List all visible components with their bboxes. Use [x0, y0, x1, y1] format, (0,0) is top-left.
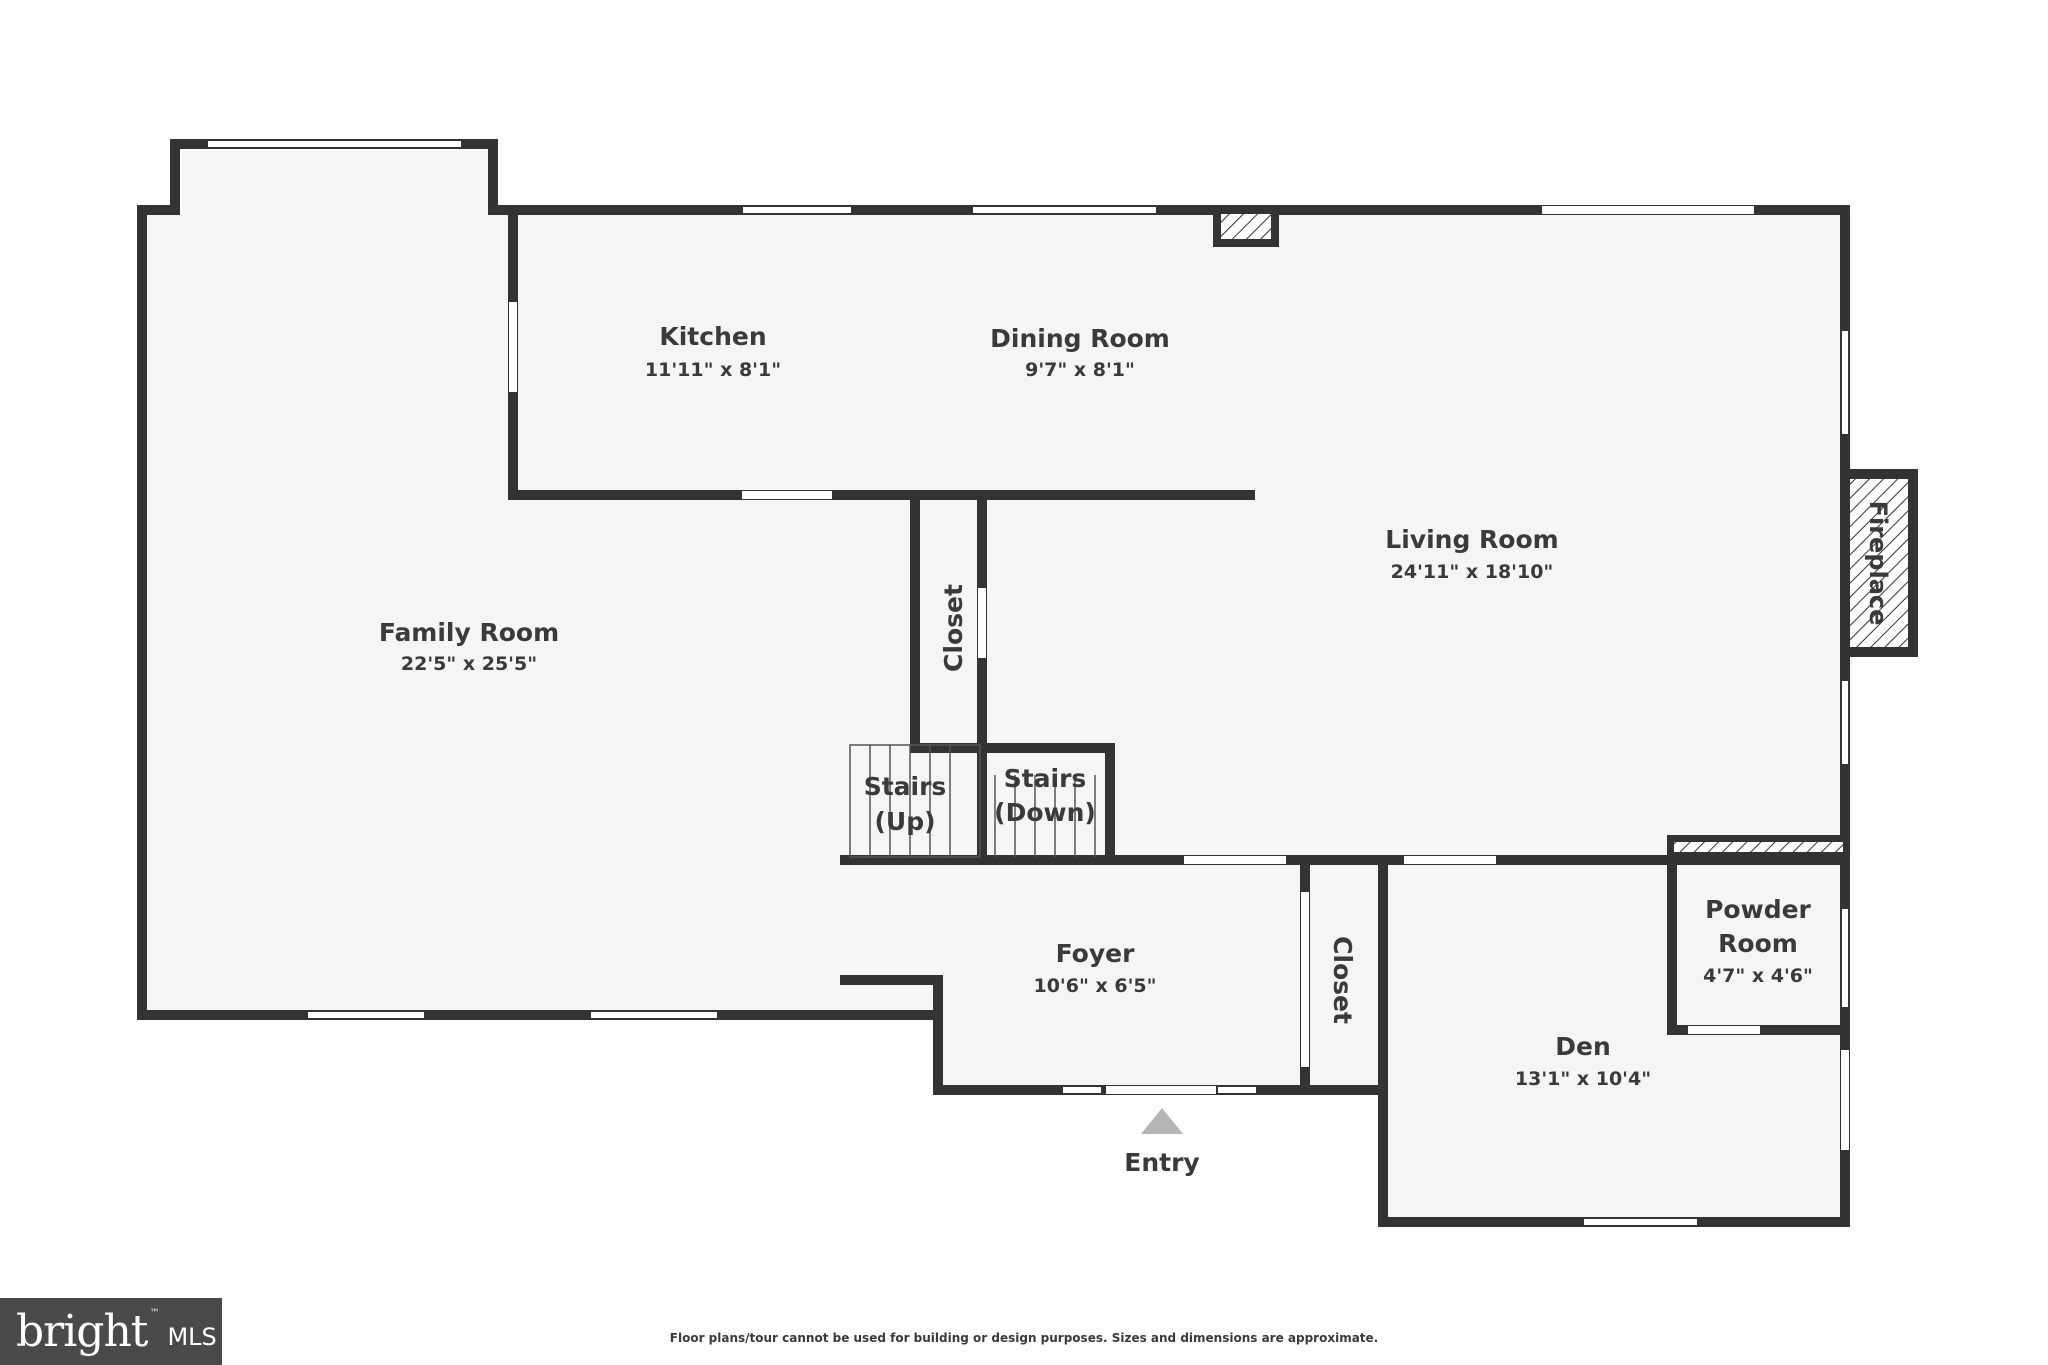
logo-word: bright: [16, 1306, 148, 1357]
floor-fill: [145, 150, 1852, 1225]
foyer-name: Foyer: [1056, 939, 1135, 968]
den-dim: 13'1" x 10'4": [1515, 1068, 1651, 1090]
disclaimer-text: Floor plans/tour cannot be used for buil…: [669, 1331, 1379, 1345]
living-name: Living Room: [1385, 525, 1558, 554]
closet-foyer-label: Closet: [1328, 936, 1357, 1024]
fireplace-box: [1840, 469, 1918, 657]
stairs-up-line1: Stairs: [864, 772, 947, 801]
stairs-down-line2: (Down): [994, 798, 1096, 827]
foyer-dim: 10'6" x 6'5": [1033, 975, 1156, 997]
powder-name-line1: Powder: [1705, 895, 1811, 924]
logo-tm: ™: [149, 1308, 160, 1319]
entry-arrow-icon: [1141, 1108, 1183, 1134]
dining-name: Dining Room: [990, 324, 1170, 353]
dining-dim: 9'7" x 8'1": [1025, 359, 1135, 381]
kitchen-dim: 11'11" x 8'1": [645, 359, 781, 381]
stairs-down-line1: Stairs: [1004, 764, 1087, 793]
closet-center-label: Closet: [939, 584, 968, 672]
powder-name-line2: Room: [1718, 929, 1798, 958]
living-dim: 24'11" x 18'10": [1391, 561, 1554, 583]
family-name: Family Room: [379, 618, 559, 647]
windows: [206, 139, 1850, 1227]
family-dim: 22'5" x 25'5": [401, 653, 537, 675]
logo-mls: MLS: [167, 1322, 217, 1351]
entry-label: Entry: [1124, 1148, 1199, 1177]
fireplace-label: Fireplace: [1864, 501, 1892, 626]
stairs-treads: [849, 744, 1096, 858]
stairs-up-line2: (Up): [874, 807, 935, 836]
den-name: Den: [1555, 1032, 1611, 1061]
powder-dim: 4'7" x 4'6": [1703, 965, 1813, 987]
kitchen-name: Kitchen: [659, 322, 766, 351]
